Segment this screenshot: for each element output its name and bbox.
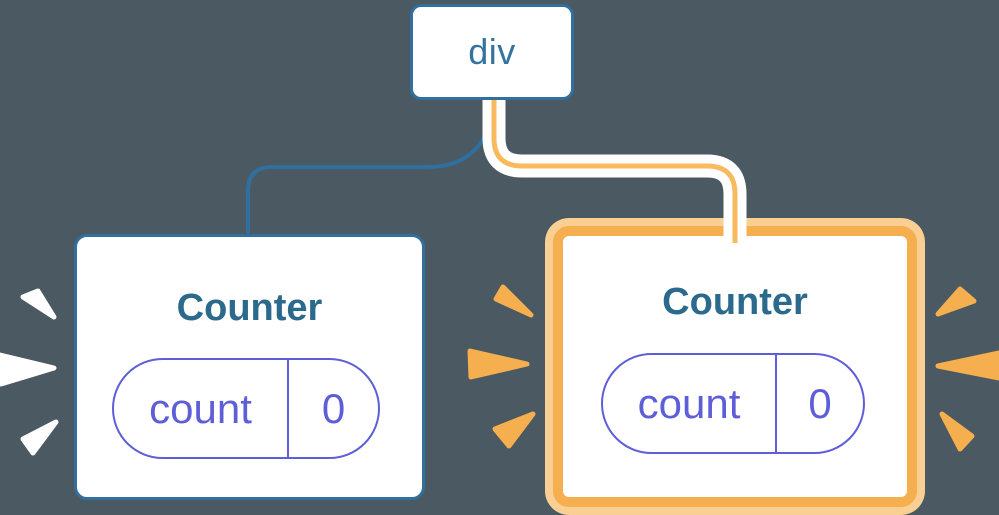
burst-ray bbox=[492, 411, 536, 449]
burst-ray bbox=[467, 348, 530, 380]
state-key: count bbox=[149, 384, 252, 432]
burst-rays-left bbox=[0, 288, 59, 456]
burst-ray bbox=[935, 350, 999, 381]
burst-ray bbox=[939, 411, 975, 452]
burst-ray bbox=[935, 286, 977, 317]
state-value: 0 bbox=[808, 379, 832, 427]
state-pill: count 0 bbox=[601, 353, 865, 454]
burst-ray bbox=[20, 288, 57, 320]
burst-ray bbox=[493, 284, 534, 318]
state-key: count bbox=[637, 379, 741, 427]
counter-card-right-highlighted: Counter count 0 bbox=[553, 226, 917, 507]
counter-title: Counter bbox=[176, 287, 323, 329]
root-node-label: div bbox=[468, 31, 516, 72]
state-value: 0 bbox=[321, 384, 346, 432]
connector-right-path bbox=[491, 97, 738, 243]
connector-left-path bbox=[246, 100, 494, 239]
connector-right-casing bbox=[482, 97, 747, 247]
counter-title: Counter bbox=[662, 281, 808, 323]
root-node: div bbox=[410, 4, 574, 100]
counter-card-left: Counter count 0 bbox=[74, 234, 425, 500]
burst-ray bbox=[0, 352, 57, 387]
state-key-cell: count bbox=[603, 355, 775, 452]
burst-rays-right bbox=[935, 286, 999, 452]
state-key-cell: count bbox=[114, 360, 287, 457]
state-value-cell: 0 bbox=[775, 355, 863, 452]
state-value-cell: 0 bbox=[287, 360, 378, 457]
burst-rays-middle bbox=[467, 284, 536, 449]
state-pill: count 0 bbox=[112, 358, 380, 459]
burst-ray bbox=[20, 419, 59, 456]
